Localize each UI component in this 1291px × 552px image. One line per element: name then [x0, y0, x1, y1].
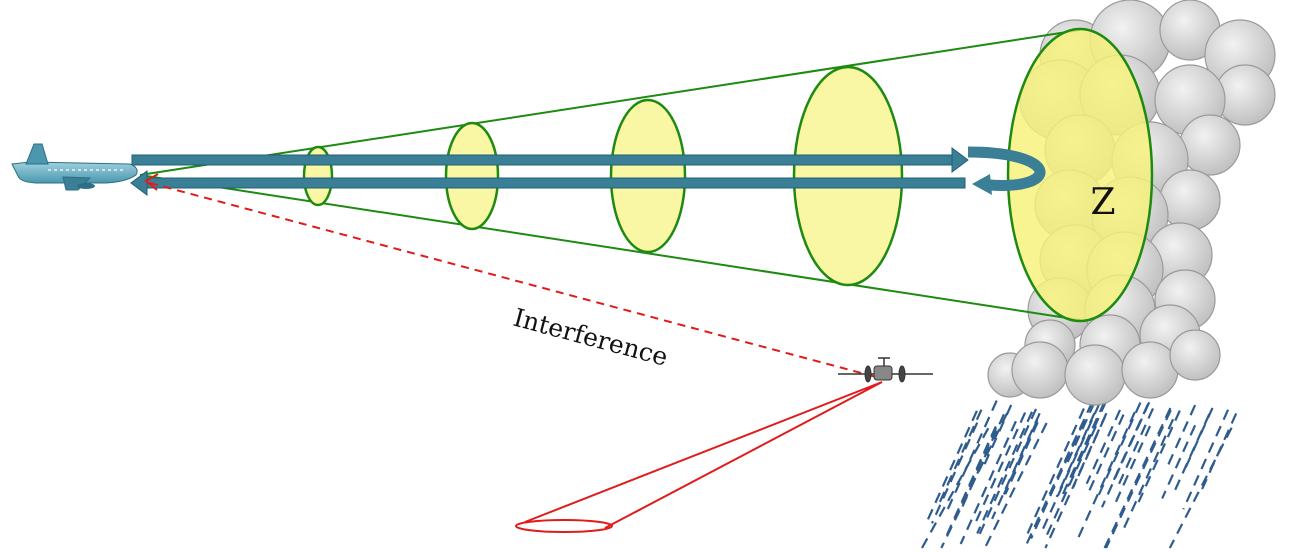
- interference-path: [144, 173, 883, 533]
- transmit-arrow-head: [951, 147, 969, 173]
- interference-label: Interference: [510, 303, 671, 372]
- beam-cross-sections: [302, 27, 1154, 323]
- small-aircraft-icon: [838, 357, 933, 383]
- interference-arrow-head: [144, 173, 159, 191]
- interfering-radar-beam: [524, 381, 883, 529]
- interfering-beam-footprint: [515, 519, 613, 533]
- beam-section-3: [609, 98, 687, 254]
- beam-lower-edge: [139, 174, 1081, 321]
- transmit-arrow-shaft: [131, 154, 959, 166]
- beam-upper-edge: [139, 29, 1081, 176]
- backscatter-curl-head: [972, 174, 992, 195]
- reflectivity-label: Z: [1090, 182, 1115, 223]
- radar-beam-cone: [139, 29, 1081, 321]
- rain-streaks-icon: [921, 400, 1238, 549]
- signal-arrows: [130, 147, 969, 196]
- beam-section-2: [444, 121, 500, 231]
- beam-section-target: [1006, 27, 1154, 323]
- return-arrow-shaft: [144, 177, 966, 189]
- backscatter-curl-arrow: [967, 146, 1046, 191]
- beam-section-4: [792, 65, 904, 287]
- interference-dashed-line: [149, 182, 881, 379]
- airliner-icon: [11, 143, 138, 191]
